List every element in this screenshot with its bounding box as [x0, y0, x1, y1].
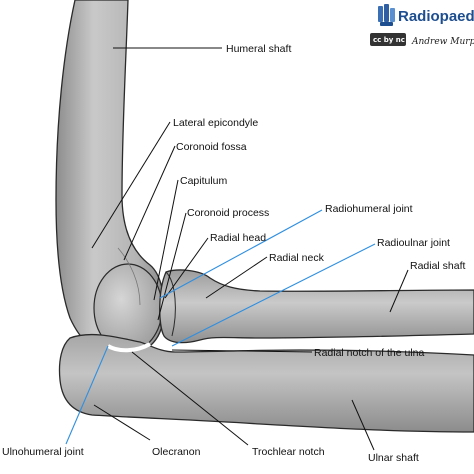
- cc-license-badge: cc by nc sa: [370, 33, 416, 46]
- label-capitulum: Capitulum: [180, 175, 228, 187]
- label-radial-notch-of-ulna: Radial notch of the ulna: [314, 347, 424, 359]
- cc-license-text: cc by nc sa: [373, 36, 416, 44]
- label-coronoid-fossa: Coronoid fossa: [176, 141, 247, 153]
- line-radioulnar-joint: [171, 243, 376, 347]
- leader-radial-head: [164, 237, 209, 299]
- label-trochlear-notch: Trochlear notch: [252, 446, 325, 458]
- labels: Humeral shaft Lateral epicondyle Coronoi…: [2, 43, 466, 464]
- joint-lines: [65, 209, 376, 445]
- radial-head-outline: [165, 271, 176, 337]
- line-radiohumeral-joint: [159, 209, 323, 299]
- ulnohumeral-joint-space: [106, 342, 151, 353]
- label-radiohumeral-joint: Radiohumeral joint: [325, 203, 413, 215]
- leader-radial-notch: [171, 349, 313, 353]
- label-ulnar-shaft: Ulnar shaft: [368, 452, 419, 464]
- leader-radial-neck: [205, 256, 268, 299]
- leader-ulnar-shaft: [351, 399, 375, 451]
- leader-coronoid-fossa: [123, 145, 176, 261]
- ulna-bone: [58, 333, 474, 433]
- label-lateral-epicondyle: Lateral epicondyle: [173, 117, 258, 129]
- leader-capitulum: [153, 179, 179, 301]
- label-radioulnar-joint: Radioulnar joint: [377, 237, 450, 249]
- radius-bone: [159, 269, 474, 344]
- leader-coronoid-process: [157, 212, 187, 321]
- label-humeral-shaft: Humeral shaft: [226, 43, 291, 55]
- radiopaedia-branding: Radiopaedia cc by nc sa Andrew Murphy: [370, 4, 474, 47]
- label-radial-neck: Radial neck: [269, 252, 325, 264]
- leader-trochlear-notch: [131, 351, 249, 446]
- radiopaedia-logo-icon: [378, 4, 395, 26]
- label-ulnohumeral-joint: Ulnohumeral joint: [2, 446, 84, 458]
- leader-radial-shaft: [389, 269, 409, 313]
- label-radial-head: Radial head: [210, 232, 266, 244]
- label-coronoid-process: Coronoid process: [187, 207, 269, 219]
- leader-lateral-epicondyle: [91, 121, 171, 249]
- brand-name: Radiopaedia: [398, 8, 474, 25]
- author-signature: Andrew Murphy: [411, 37, 474, 47]
- leader-lines: [91, 47, 409, 451]
- label-olecranon: Olecranon: [152, 446, 201, 458]
- humerus-contour: [117, 247, 141, 306]
- line-ulnohumeral-joint: [65, 345, 109, 445]
- label-radial-shaft: Radial shaft: [410, 260, 466, 272]
- leader-olecranon: [93, 404, 151, 441]
- bones: [55, 0, 474, 433]
